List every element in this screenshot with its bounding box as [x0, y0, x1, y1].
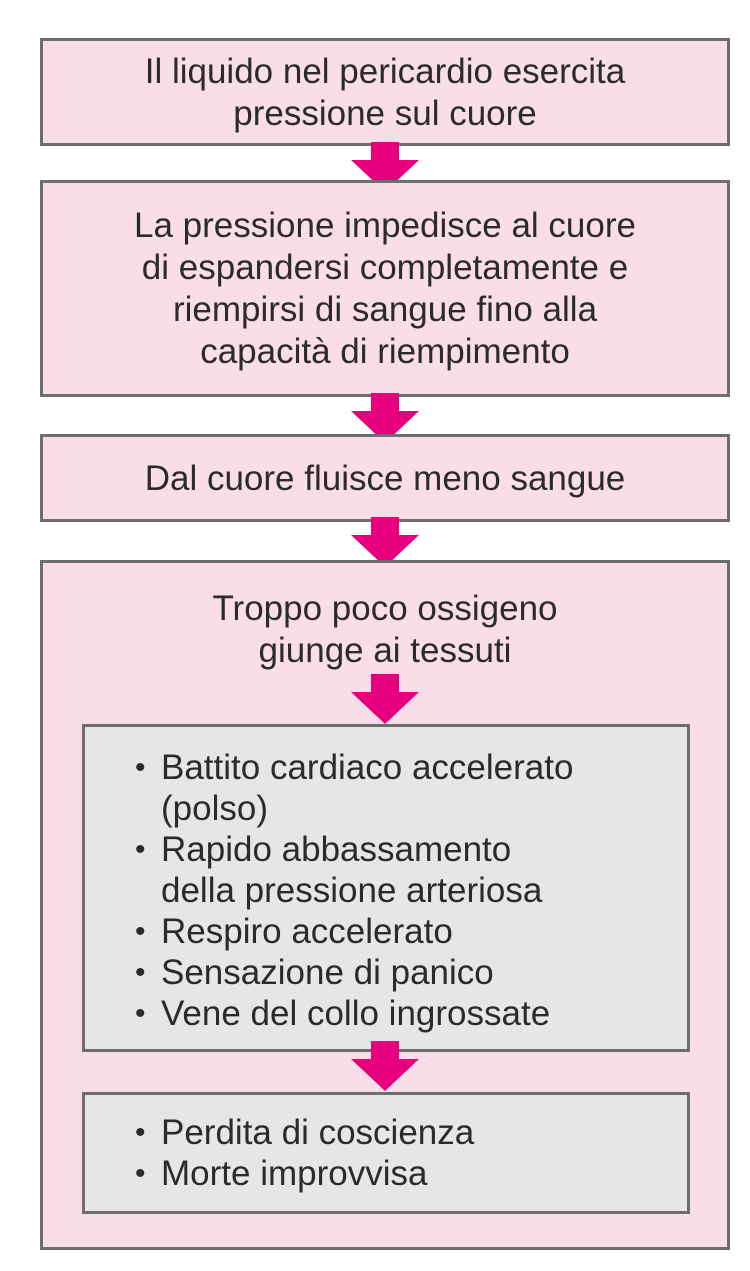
symptoms-list: • Battito cardiaco accelerato (polso) • …	[135, 747, 573, 1034]
step-text-1: Il liquido nel pericardio esercita press…	[43, 51, 727, 135]
list-item: • Rapido abbassamento della pressione ar…	[135, 830, 543, 910]
step-box-3: Dal cuore fluisce meno sangue	[40, 434, 730, 522]
down-arrow-icon	[351, 142, 419, 192]
outcomes-list: • Perdita di coscienza • Morte improvvis…	[135, 1112, 474, 1194]
down-arrow-icon	[351, 517, 419, 567]
bullet: •	[135, 956, 146, 989]
step-2-line-4: capacità di riempimento	[200, 332, 570, 371]
step-text-3: Dal cuore fluisce meno sangue	[43, 458, 727, 500]
list-item: • Perdita di coscienza	[135, 1113, 475, 1152]
list-item: • Battito cardiaco accelerato (polso)	[135, 748, 574, 828]
step-box-1: Il liquido nel pericardio esercita press…	[40, 38, 730, 146]
list-item: • Sensazione di panico	[135, 953, 494, 992]
step-1-line-2: pressione sul cuore	[233, 94, 537, 133]
down-arrow-icon	[351, 674, 419, 724]
step-text-4: Troppo poco ossigeno giunge ai tessuti	[43, 588, 727, 672]
step-2-line-2: di espandersi completamente e	[141, 248, 629, 287]
symptoms-box: • Battito cardiaco accelerato (polso) • …	[82, 724, 690, 1052]
step-2-line-1: La pressione impedisce al cuore	[134, 206, 636, 245]
step-4-line-1: Troppo poco ossigeno	[212, 589, 558, 628]
step-2-line-3: riempirsi di sangue fino alla	[172, 290, 598, 329]
bullet: •	[135, 833, 146, 866]
bullet: •	[135, 1157, 146, 1190]
step-1-line-1: Il liquido nel pericardio esercita	[144, 52, 626, 91]
outcomes-box: • Perdita di coscienza • Morte improvvis…	[82, 1092, 690, 1214]
down-arrow-icon	[351, 393, 419, 443]
bullet: •	[135, 997, 146, 1030]
step-text-2: La pressione impedisce al cuore di espan…	[43, 205, 727, 373]
list-item: • Respiro accelerato	[135, 912, 453, 951]
bullet: •	[135, 915, 146, 948]
bullet: •	[135, 1116, 146, 1149]
step-3-line-1: Dal cuore fluisce meno sangue	[144, 459, 626, 498]
bullet: •	[135, 751, 146, 784]
list-item: • Vene del collo ingrossate	[135, 994, 551, 1033]
list-item: • Morte improvvisa	[135, 1154, 428, 1193]
step-4-line-2: giunge ai tessuti	[258, 631, 512, 670]
down-arrow-icon	[351, 1041, 419, 1091]
step-box-2: La pressione impedisce al cuore di espan…	[40, 180, 730, 397]
